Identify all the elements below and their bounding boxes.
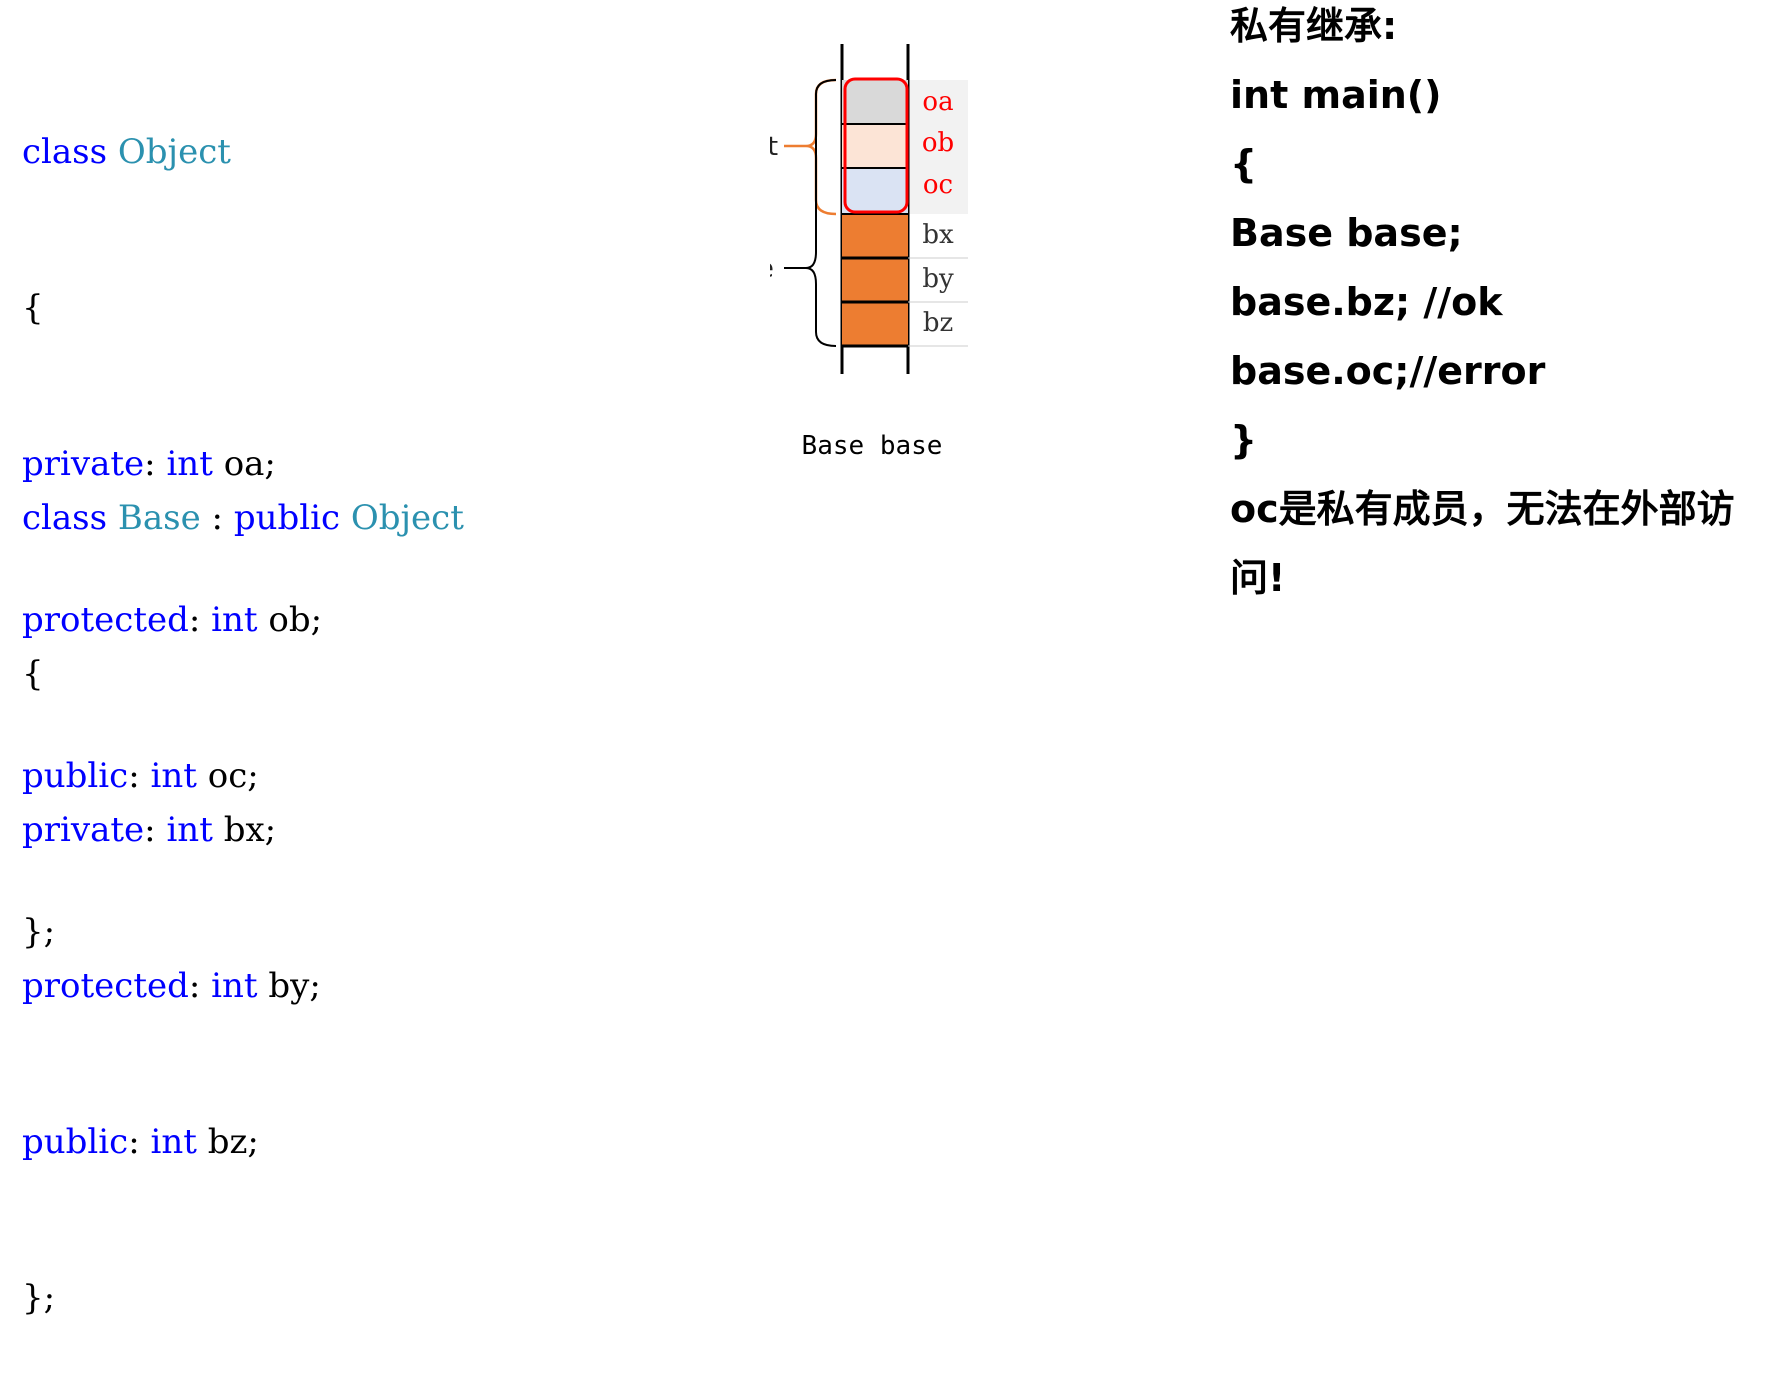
explanation-notes: 私有继承: int main() { Base base; base.bz; /… <box>1230 0 1770 613</box>
brace: { <box>22 654 44 694</box>
code-line: protected: int ob; <box>22 594 322 646</box>
code-line: private: int bx; <box>22 804 464 856</box>
keyword: class <box>22 498 108 538</box>
brace: }; <box>22 1278 56 1318</box>
access-specifier: public <box>22 1122 129 1162</box>
type-name: Base <box>117 498 201 538</box>
code-line: public: int bz; <box>22 1116 464 1168</box>
notes-line: base.bz; //ok <box>1230 280 1503 324</box>
keyword: int <box>166 444 213 484</box>
cell-by <box>842 258 908 302</box>
colon: : <box>188 966 201 1006</box>
field-label-oa: oa <box>922 87 953 117</box>
notes-line: int main() <box>1230 73 1442 117</box>
keyword: public <box>233 498 341 538</box>
field-label-oc: oc <box>923 170 953 200</box>
code-line: protected: int by; <box>22 960 464 1012</box>
access-specifier: private <box>22 810 145 850</box>
member-decl: oa; <box>223 444 276 484</box>
brace: { <box>22 288 44 328</box>
memory-layout-diagram: Object base oa ob oc bx by bz Base base <box>770 44 968 461</box>
access-specifier: private <box>22 444 145 484</box>
cell-oc <box>842 168 908 214</box>
notes-conclusion: oc是私有成员，无法在外部访问! <box>1230 487 1735 600</box>
keyword: int <box>211 600 258 640</box>
colon: : <box>144 444 156 484</box>
type-name: Object <box>117 132 231 172</box>
cell-oa <box>842 80 908 124</box>
code-line: private: int oa; <box>22 438 322 490</box>
colon: : <box>144 810 156 850</box>
member-decl: bx; <box>223 810 277 850</box>
code-line: class Base : public Object <box>22 492 464 544</box>
field-label-by: by <box>922 264 954 294</box>
code-line: class Object <box>22 126 322 178</box>
colon: : <box>211 498 224 538</box>
keyword: int <box>166 810 213 850</box>
colon: : <box>188 600 201 640</box>
code-line: { <box>22 648 464 700</box>
notes-line: { <box>1230 142 1258 186</box>
object-label: Object <box>770 132 780 162</box>
base-label: base <box>770 254 774 284</box>
member-decl: ob; <box>268 600 323 640</box>
member-decl: bz; <box>207 1122 259 1162</box>
field-label-ob: ob <box>922 128 954 158</box>
keyword: int <box>211 966 258 1006</box>
object-brace <box>805 78 837 216</box>
notes-line: } <box>1230 418 1258 462</box>
cell-ob <box>842 124 908 168</box>
cell-bz <box>842 302 908 346</box>
notes-line: base.oc;//error <box>1230 349 1546 393</box>
notes-title: 私有继承: <box>1230 4 1398 48</box>
access-specifier: protected <box>22 600 189 640</box>
diagram-caption: Base base <box>802 431 943 461</box>
keyword: int <box>150 1122 197 1162</box>
cell-bx <box>842 214 908 258</box>
colon: : <box>128 1122 140 1162</box>
field-label-bx: bx <box>922 220 954 250</box>
code-line: { <box>22 282 322 334</box>
code-block-base: class Base : public Object { private: in… <box>22 388 464 1376</box>
access-specifier: protected <box>22 966 189 1006</box>
object-highlight-box <box>843 77 909 214</box>
field-label-bz: bz <box>923 308 953 338</box>
member-decl: by; <box>268 966 321 1006</box>
notes-line: Base base; <box>1230 211 1463 255</box>
keyword: class <box>22 132 108 172</box>
type-name: Object <box>350 498 464 538</box>
object-field-label-bg <box>908 80 968 214</box>
code-line: }; <box>22 1272 464 1324</box>
